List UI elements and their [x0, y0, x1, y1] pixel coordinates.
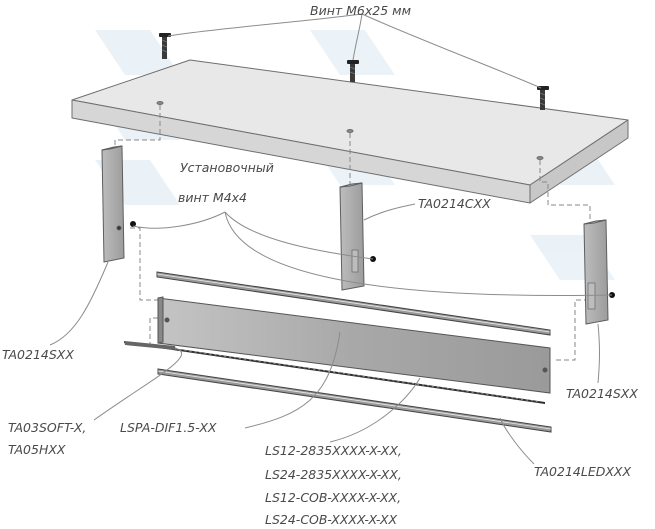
top-rail: [156, 271, 551, 336]
label-led-strip-1: LS12-2835XXXX-X-XX,: [265, 443, 402, 458]
label-profile: TA0214LEDXXX: [534, 464, 631, 479]
label-install-line1: Установочный: [180, 160, 274, 175]
screw-3: [537, 86, 549, 110]
label-install-line2: винт М4х4: [178, 190, 247, 205]
alignment-guides: [114, 105, 597, 361]
label-screw-top: Винт М6х25 мм: [310, 3, 411, 18]
label-led-strip-3: LS12-COB-XXXX-X-XX,: [265, 490, 401, 505]
label-diffuser: LSPA-DIF1.5-XX: [120, 420, 217, 435]
label-bracket-left: TA0214SXX: [2, 347, 74, 362]
led-strip: [124, 341, 545, 404]
set-screw-left: [130, 221, 136, 227]
bracket-center: [339, 182, 365, 291]
leader-lines: [49, 13, 613, 465]
label-end-cap-line2: TA05HXX: [8, 442, 66, 457]
aluminium-profile-panel: [157, 296, 551, 394]
label-led-strip-2: LS24-2835XXXX-X-XX,: [265, 467, 402, 482]
label-bracket-right: TA0214SXX: [566, 386, 638, 401]
label-end-cap-line1: TA03SOFT-X,: [8, 420, 86, 435]
label-bracket-center: TA0214CXX: [418, 196, 491, 211]
bottom-rail: [157, 368, 552, 433]
countertop-board: [71, 59, 629, 204]
bracket-left: [101, 145, 125, 263]
label-led-strip-4: LS24-COB-XXXX-X-XX: [265, 512, 398, 527]
bracket-right: [583, 219, 609, 325]
screw-2: [347, 60, 359, 82]
